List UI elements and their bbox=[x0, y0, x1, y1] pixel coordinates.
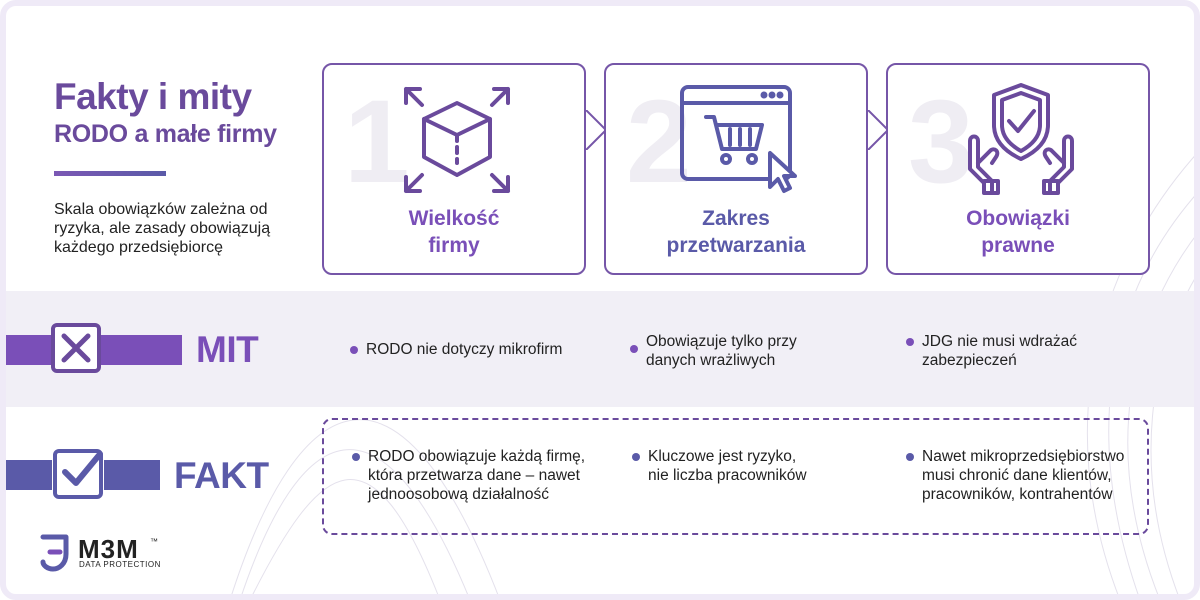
fakt-box bbox=[322, 418, 1149, 535]
card-company-size: 1 Wielkość firmy bbox=[322, 63, 586, 275]
logo-tagline: DATA PROTECTION bbox=[79, 560, 161, 569]
card-label-line: przetwarzania bbox=[666, 234, 806, 257]
fakt-item-text: pracowników, kontrahentów bbox=[922, 486, 1113, 503]
mit-item-text: JDG nie musi wdrażać bbox=[922, 333, 1078, 350]
cube-expand-icon bbox=[404, 87, 510, 193]
fakt-item-text: nie liczba pracowników bbox=[648, 467, 807, 484]
bullet-dot bbox=[630, 345, 638, 353]
fakt-item-text: jednoosobową działalność bbox=[368, 486, 549, 503]
mit-bar-left bbox=[0, 335, 52, 365]
bullet-dot bbox=[906, 338, 914, 346]
bullet-dot bbox=[352, 453, 360, 461]
list-item: Nawet mikroprzedsiębiorstwo musi chronić… bbox=[906, 447, 1124, 504]
card-label: Zakres przetwarzania bbox=[606, 205, 866, 259]
x-mark-icon bbox=[51, 323, 101, 373]
card-label-line: firmy bbox=[428, 234, 480, 257]
title-divider bbox=[54, 171, 166, 176]
list-item: Obowiązuje tylko przy danych wrażliwych bbox=[630, 332, 797, 370]
mit-label: MIT bbox=[196, 329, 259, 370]
fakt-item-text: która przetwarza dane – nawet bbox=[368, 467, 580, 484]
fakt-item-text: Kluczowe jest ryzyko, bbox=[648, 448, 797, 465]
card-number: 1 bbox=[344, 76, 410, 208]
logo-trademark: ™ bbox=[150, 537, 158, 546]
bullet-dot bbox=[906, 453, 914, 461]
card-label: Wielkość firmy bbox=[324, 205, 584, 259]
fakt-item-text: RODO obowiązuje każdą firmę, bbox=[368, 448, 586, 465]
card-label-line: Obowiązki bbox=[966, 207, 1070, 230]
card-label-line: prawne bbox=[981, 234, 1055, 257]
card-processing-scope: 2 Zakres przetwarzania bbox=[604, 63, 868, 275]
page-title: Fakty i mity bbox=[54, 76, 252, 117]
list-item: JDG nie musi wdrażać zabezpieczeń bbox=[906, 332, 1077, 370]
logo-wordmark: M3M bbox=[78, 534, 139, 564]
card-label-line: Wielkość bbox=[408, 207, 500, 230]
fakt-bar-left bbox=[0, 460, 52, 490]
list-item: Kluczowe jest ryzyko, nie liczba pracown… bbox=[632, 447, 807, 485]
card-label: Obowiązki prawne bbox=[888, 205, 1148, 259]
intro-text: Skala obowiązków zależna od ryzyka, ale … bbox=[54, 201, 271, 256]
mit-item-text: Obowiązuje tylko przy bbox=[646, 333, 797, 350]
shopping-cart-browser-icon bbox=[680, 85, 797, 193]
bullet-dot bbox=[632, 453, 640, 461]
mit-item-text: RODO nie dotyczy mikrofirm bbox=[366, 341, 563, 358]
checkmark-icon bbox=[53, 449, 103, 499]
card-number: 3 bbox=[908, 76, 974, 208]
fakt-label: FAKT bbox=[174, 455, 269, 496]
card-label-line: Zakres bbox=[702, 207, 770, 230]
fakt-item-text: Nawet mikroprzedsiębiorstwo bbox=[922, 448, 1125, 465]
shield-hands-icon bbox=[968, 83, 1074, 195]
list-item: RODO nie dotyczy mikrofirm bbox=[350, 340, 562, 359]
list-item: RODO obowiązuje każdą firmę, która przet… bbox=[352, 447, 585, 504]
fakt-bar-right bbox=[104, 460, 160, 490]
mit-bar-right bbox=[100, 335, 182, 365]
bullet-dot bbox=[350, 346, 358, 354]
fakt-item-text: musi chronić dane klientów, bbox=[922, 467, 1112, 484]
mit-item-text: zabezpieczeń bbox=[922, 352, 1017, 369]
page-subtitle: RODO a małe firmy bbox=[54, 120, 277, 148]
mit-item-text: danych wrażliwych bbox=[646, 352, 776, 369]
card-legal-duties: 3 Obowiązki prawne bbox=[886, 63, 1150, 275]
mit-band bbox=[0, 291, 1200, 407]
m3m-logo-icon bbox=[40, 534, 69, 572]
